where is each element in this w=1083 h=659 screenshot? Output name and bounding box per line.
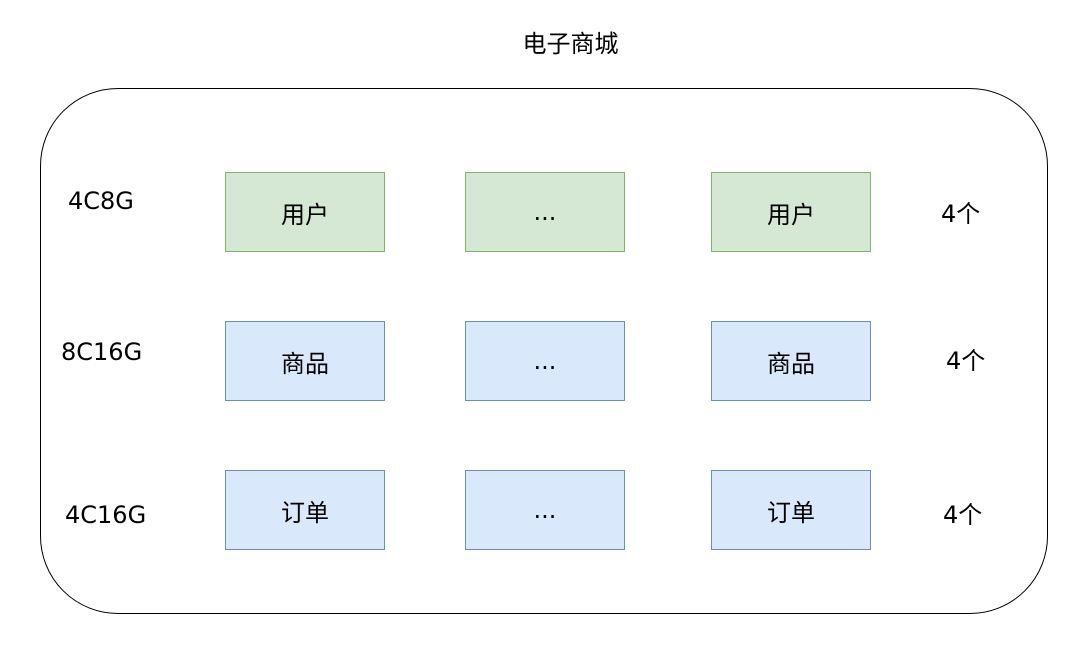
service-box-user-ellipsis: ... <box>465 172 625 252</box>
service-box-product-1: 商品 <box>225 321 385 401</box>
service-box-product-ellipsis: ... <box>465 321 625 401</box>
service-box-order-1: 订单 <box>225 470 385 550</box>
row-spec-product: 8C16G <box>61 338 143 366</box>
service-box-order-n: 订单 <box>711 470 871 550</box>
row-count-order: 4个 <box>943 501 983 529</box>
service-box-product-n: 商品 <box>711 321 871 401</box>
row-count-product: 4个 <box>946 347 986 375</box>
service-box-order-ellipsis: ... <box>465 470 625 550</box>
service-box-user-1: 用户 <box>225 172 385 252</box>
row-count-user: 4个 <box>941 200 981 228</box>
service-box-user-n: 用户 <box>711 172 871 252</box>
row-spec-order: 4C16G <box>65 501 147 529</box>
row-spec-user: 4C8G <box>68 187 134 215</box>
diagram-title: 电子商城 <box>522 30 619 58</box>
